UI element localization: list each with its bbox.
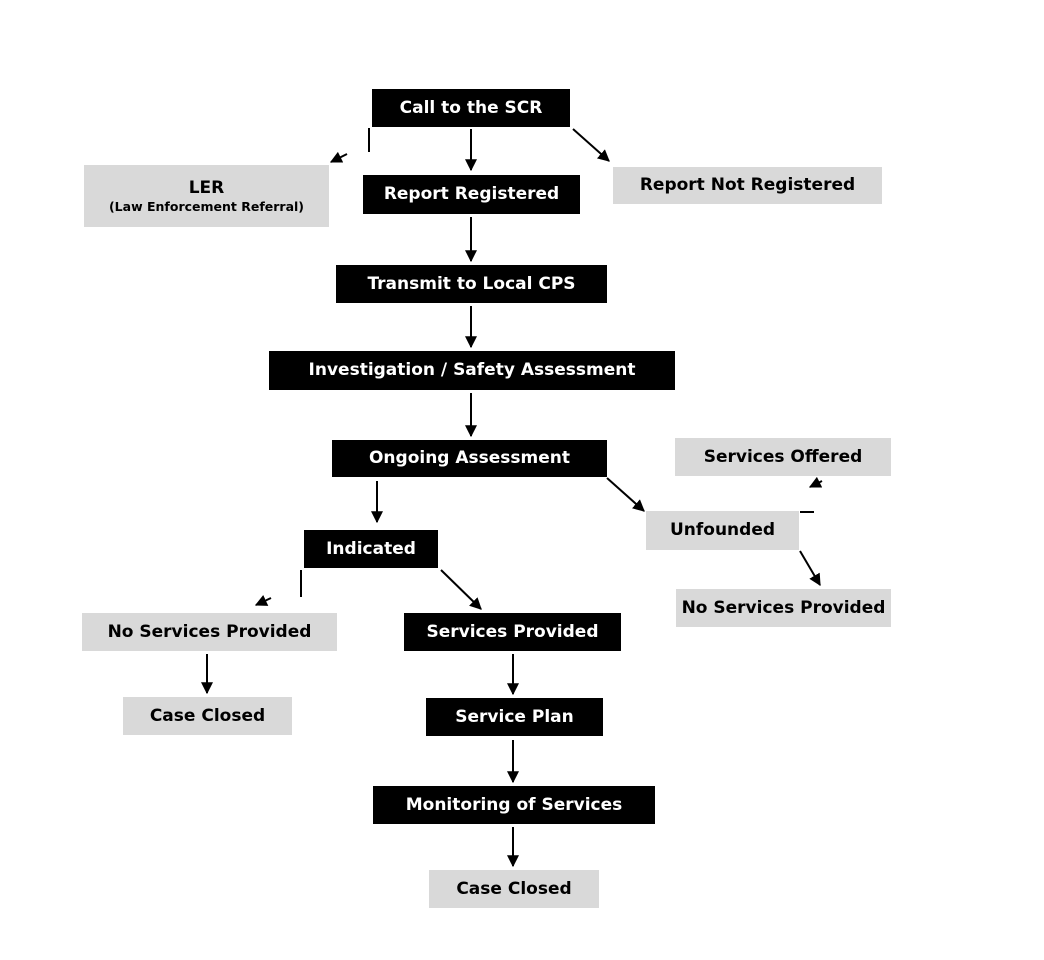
node-investigation-safety-assessment: Investigation / Safety Assessment bbox=[269, 351, 675, 390]
node-label: Investigation / Safety Assessment bbox=[308, 360, 636, 381]
node-label: Monitoring of Services bbox=[405, 794, 623, 815]
node-call-to-scr: Call to the SCR bbox=[372, 89, 570, 127]
node-label: No Services Provided bbox=[681, 597, 886, 618]
arrow-indicated-to-no-services bbox=[254, 594, 272, 606]
node-case-closed-center: Case Closed bbox=[429, 870, 599, 908]
node-services-provided: Services Provided bbox=[404, 613, 621, 651]
node-ongoing-assessment: Ongoing Assessment bbox=[332, 440, 607, 477]
node-label: Unfounded bbox=[669, 520, 776, 541]
node-label: Services Provided bbox=[426, 621, 599, 642]
arrow-ongoing-to-unfounded bbox=[606, 477, 645, 512]
node-services-offered: Services Offered bbox=[675, 438, 891, 476]
node-label: Indicated bbox=[326, 538, 416, 559]
node-no-services-provided-left: No Services Provided bbox=[82, 613, 337, 651]
node-report-registered: Report Registered bbox=[363, 175, 580, 214]
node-label: Service Plan bbox=[455, 706, 574, 727]
node-indicated: Indicated bbox=[304, 530, 438, 568]
node-service-plan: Service Plan bbox=[426, 698, 603, 736]
node-transmit-local-cps: Transmit to Local CPS bbox=[336, 265, 607, 303]
node-label: Report Registered bbox=[383, 184, 560, 205]
arrow-call-to-not-registered bbox=[572, 128, 610, 162]
node-label: Ongoing Assessment bbox=[368, 448, 571, 469]
arrow-unfounded-to-no-services bbox=[799, 550, 821, 587]
node-label: No Services Provided bbox=[107, 621, 312, 642]
node-label: Call to the SCR bbox=[399, 97, 543, 118]
node-case-closed-left: Case Closed bbox=[123, 697, 292, 735]
node-label: Case Closed bbox=[149, 705, 266, 726]
node-report-not-registered: Report Not Registered bbox=[613, 167, 882, 204]
node-unfounded: Unfounded bbox=[646, 511, 799, 550]
arrow-call-to-ler bbox=[329, 151, 348, 163]
arrow-unfounded-to-offered bbox=[808, 476, 823, 488]
node-label: Case Closed bbox=[456, 878, 572, 899]
node-label: Services Offered bbox=[703, 446, 863, 467]
node-no-services-provided-right: No Services Provided bbox=[676, 589, 891, 627]
node-label: Report Not Registered bbox=[639, 175, 856, 196]
node-label: Transmit to Local CPS bbox=[367, 273, 576, 294]
arrow-indicated-to-services bbox=[440, 569, 482, 610]
node-monitoring-of-services: Monitoring of Services bbox=[373, 786, 655, 824]
node-ler: LER (Law Enforcement Referral) bbox=[84, 165, 329, 227]
node-sublabel: (Law Enforcement Referral) bbox=[108, 198, 305, 214]
node-label: LER bbox=[188, 178, 225, 199]
